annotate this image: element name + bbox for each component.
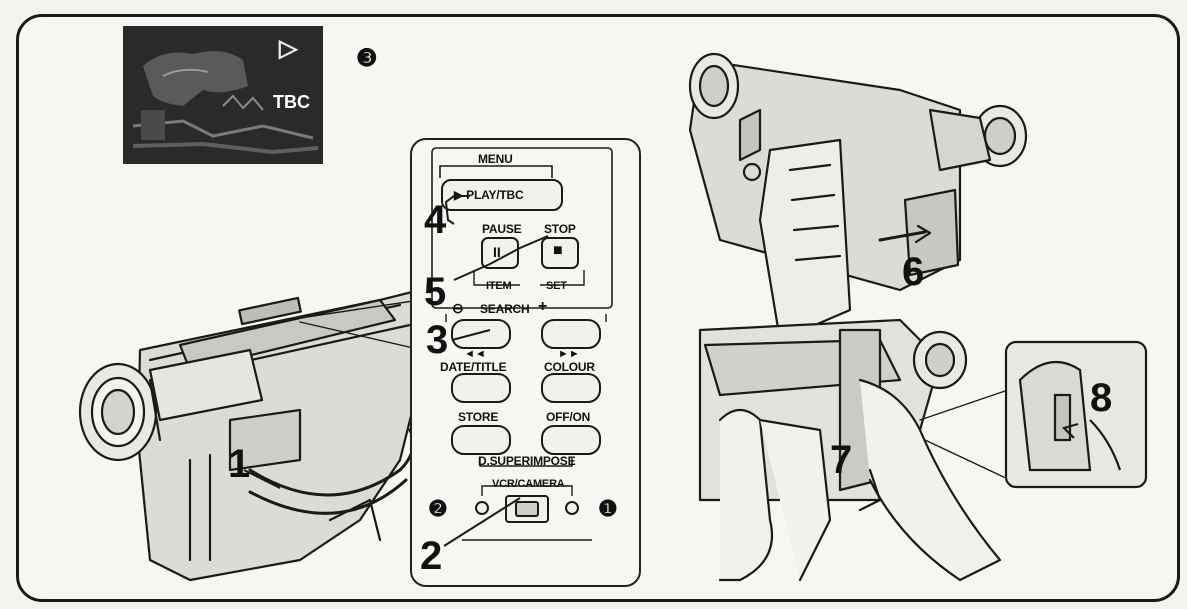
callout-3-marker: ❸ <box>356 44 378 73</box>
search-plus-label: + <box>538 298 547 316</box>
step-8-label: 8 <box>1090 378 1112 418</box>
search-plus-button[interactable] <box>542 320 600 348</box>
step-5-label: 5 <box>424 272 446 312</box>
step-4-label: 4 <box>424 200 446 240</box>
stop-button[interactable]: ■ <box>553 242 563 260</box>
fast-forward-icon: ►► <box>558 348 580 360</box>
step-6-label: 6 <box>902 252 924 292</box>
vcr-camera-label: VCR/CAMERA <box>492 478 565 490</box>
step-2-label: 2 <box>420 536 442 576</box>
play-indicator-icon: ▷ <box>279 34 297 63</box>
tbc-indicator-text: TBC <box>273 92 310 113</box>
store-button[interactable] <box>452 426 510 454</box>
store-label: STORE <box>458 410 498 424</box>
step-3-label: 3 <box>426 320 448 360</box>
rewind-icon: ◄◄ <box>464 348 486 360</box>
step-7-label: 7 <box>830 440 852 480</box>
stop-label: STOP <box>544 222 576 236</box>
menu-label: MENU <box>478 152 513 166</box>
search-minus-icon: ⊖ <box>452 300 464 317</box>
search-minus-button[interactable] <box>452 320 510 348</box>
vcr-indicator-marker: ❷ <box>428 496 448 522</box>
camera-indicator-marker: ❶ <box>598 496 618 522</box>
play-tbc-button[interactable]: ▶ PLAY/TBC <box>454 188 523 202</box>
colour-label: COLOUR <box>544 360 595 374</box>
off-on-label: OFF/ON <box>546 410 590 424</box>
set-label: SET <box>546 280 567 292</box>
step-1-label: 1 <box>228 444 250 484</box>
pause-button[interactable]: II <box>493 244 501 260</box>
date-title-button[interactable] <box>452 374 510 402</box>
vcr-camera-switch[interactable] <box>506 496 548 522</box>
viewfinder-screen-inset: ▷ TBC <box>123 26 323 164</box>
d-superimpose-label: D.SUPERIMPOSE <box>478 454 575 468</box>
off-on-button[interactable] <box>542 426 600 454</box>
pause-label: PAUSE <box>482 222 521 236</box>
date-title-label: DATE/TITLE <box>440 360 506 374</box>
search-label: SEARCH <box>480 302 529 316</box>
item-label: ITEM <box>486 280 511 292</box>
colour-button[interactable] <box>542 374 600 402</box>
